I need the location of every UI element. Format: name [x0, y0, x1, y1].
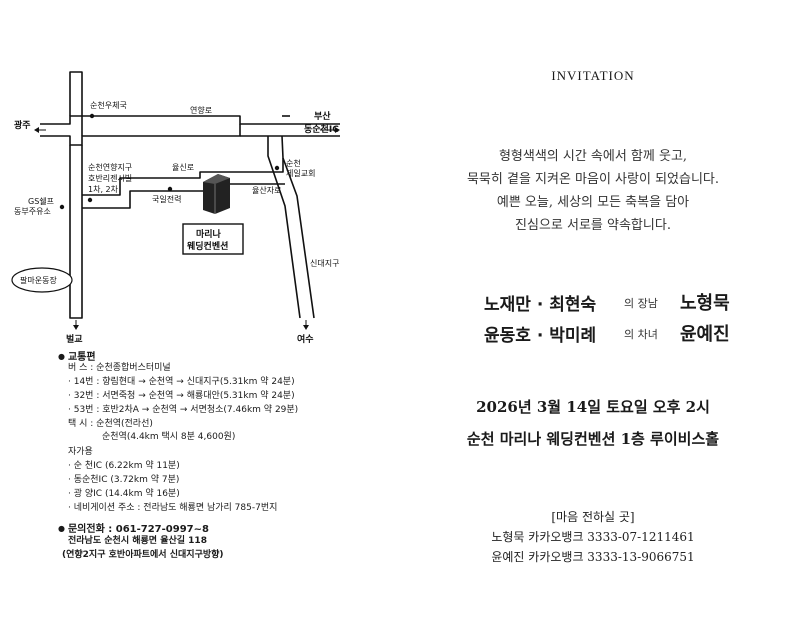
invitation-heading: INVITATION: [551, 68, 635, 83]
map-label-ulsan: 율산자로: [252, 185, 281, 195]
map-label-district-2: 호반리젠시빌: [88, 173, 132, 183]
message-line: 형형색색의 시간 속에서 함께 웃고,: [498, 149, 688, 164]
car-route: · 광 양IC (14.4km 약 16분): [68, 489, 180, 499]
map-label-dong-ic: 동순천IC: [304, 124, 339, 135]
location-map: 순천우체국 연향로 광주 부산 동순천IC 순천연향지구 호반리젠시빌 1차, …: [11, 71, 340, 345]
message-line: 예쁜 오늘, 세상의 모든 축복을 담아: [496, 195, 690, 210]
bus-route: · 14번 : 향림현대 → 순천역 → 신대지구(5.31km 약 24분): [68, 377, 295, 387]
wedding-venue: 순천 마리나 웨딩컨벤션 1층 루이비스홀: [466, 430, 720, 448]
gift-title: [마음 전하실 곳]: [551, 510, 635, 524]
map-label-gwangju: 광주: [14, 119, 31, 131]
account-line: 윤예진 카카오뱅크 3333-13-9066751: [491, 550, 695, 564]
gs-station-marker: [59, 204, 65, 210]
invitation-panel: INVITATION 형형색색의 시간 속에서 함께 웃고, 묵묵히 곁을 지켜…: [400, 0, 786, 636]
bride-name: 윤예진: [680, 324, 730, 345]
transport-title: 교통편: [58, 348, 96, 363]
bride-family-row: 윤동호 · 박미례 의 차녀 윤예진: [484, 321, 784, 346]
bride-parents: 윤동호 · 박미례: [484, 326, 597, 346]
arrow-icon: [34, 127, 340, 330]
district-marker: [87, 197, 93, 203]
bus-header: 버 스 : 순천종합버스터미널: [68, 363, 171, 373]
map-label-palma: 팔마운동장: [20, 275, 57, 285]
directions-panel: 교통편 버 스 : 순천종합버스터미널 · 14번 : 향림현대 → 순천역 →…: [0, 0, 400, 636]
account-line: 노형묵 카카오뱅크 3333-07-1211461: [491, 530, 695, 544]
groom-parents: 노재만 · 최현숙: [484, 295, 597, 315]
message-line: 진심으로 서로를 약속합니다.: [515, 218, 671, 233]
bus-route: · 32번 : 서면죽청 → 순천역 → 해룡대안(5.31km 약 24분): [68, 391, 295, 401]
map-label-church-1: 순천: [286, 158, 301, 168]
bus-route: · 53번 : 호반2차A → 순천역 → 서면청소(7.46km 약 29분): [68, 405, 299, 415]
groom-relation: 의 장남: [624, 297, 658, 310]
map-label-church-2: 제일교회: [286, 169, 315, 178]
map-label-ulsin: 율신로: [172, 163, 194, 172]
contact-note: (연향2지구 호반아파트에서 신대지구방향): [62, 550, 224, 560]
message-line: 묵묵히 곁을 지켜온 마음이 사랑이 되었습니다.: [466, 172, 720, 187]
map-label-venue-2: 웨딩컨벤션: [187, 240, 228, 252]
map-label-yeosu: 여수: [297, 333, 314, 345]
car-route: · 동순천IC (3.72km 약 7분): [68, 475, 180, 485]
map-label-gs-1: GS쉘프: [28, 197, 54, 206]
groom-name: 노형묵: [680, 293, 730, 314]
car-header: 자가용: [68, 447, 93, 457]
map-label-kepco: 국일전력: [152, 194, 181, 204]
kepco-marker: [167, 186, 173, 192]
taxi-line-2: 순천역(4.4km 택시 8분 4,600원): [102, 432, 236, 442]
post-office-marker: [89, 113, 95, 119]
map-label-beolgyo: 벌교: [66, 333, 83, 345]
church-marker: [274, 165, 280, 171]
bride-relation: 의 차녀: [624, 328, 658, 341]
map-label-gs-2: 동부주유소: [14, 207, 51, 216]
nav-address: · 네비게이션 주소 : 전라남도 해룡면 남가리 785-7번지: [68, 503, 278, 513]
map-label-yeonhyang: 연향로: [190, 106, 212, 115]
venue-building: [203, 174, 230, 214]
map-label-district-1: 순천연향지구: [88, 162, 132, 172]
map-label-venue-1: 마리나: [196, 228, 222, 240]
map-label-busan: 부산: [314, 110, 331, 122]
map-label-post: 순천우체국: [90, 100, 127, 110]
map-label-district-3: 1차, 2차: [88, 185, 119, 194]
taxi-line-1: 택 시 : 순천역(전라선): [68, 419, 153, 429]
map-label-sindae: 신대지구: [310, 259, 339, 268]
contact-address: 전라남도 순천시 해룡면 율산길 118: [68, 536, 207, 546]
groom-family-row: 노재만 · 최현숙 의 장남 노형묵: [484, 290, 784, 315]
contact-title: 문의전화 : 061-727-0997~8: [58, 520, 209, 535]
wedding-date: 2026년 3월 14일 토요일 오후 2시: [476, 398, 710, 416]
car-route: · 순 천IC (6.22km 약 11분): [68, 461, 180, 471]
